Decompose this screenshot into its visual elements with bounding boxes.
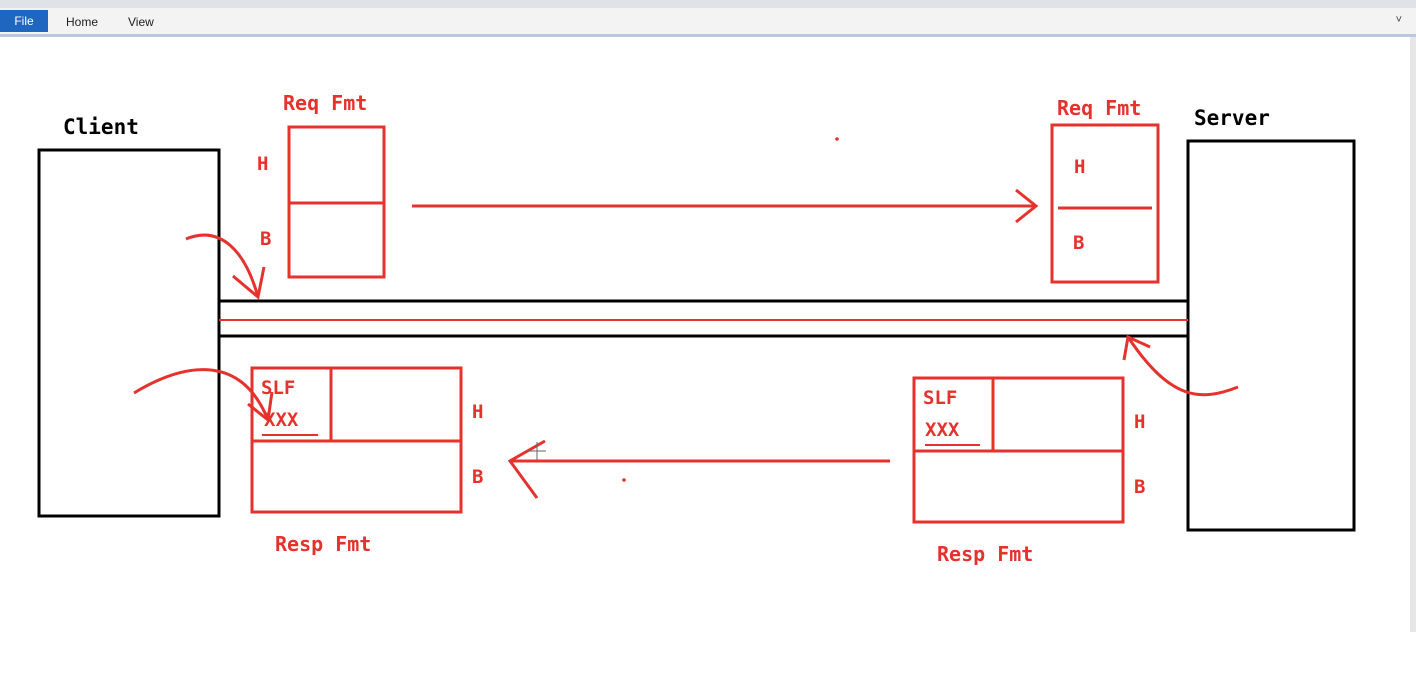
client-request-format-label: Req Fmt [283, 91, 367, 115]
client-label: Client [63, 115, 139, 139]
response-arrow-head [507, 439, 546, 499]
server-request-format-label: Req Fmt [1057, 96, 1141, 120]
client-request-body-label: B [260, 228, 271, 250]
client-response-status-code-label: XXX [264, 409, 299, 431]
server-request-format-box [1050, 123, 1160, 284]
server-label: Server [1194, 106, 1270, 130]
server-response-header-label: H [1134, 411, 1145, 433]
ribbon-bar: File Home View ˅ [0, 8, 1416, 37]
client-response-format-label: Resp Fmt [275, 532, 371, 556]
request-arrow-head [1015, 188, 1039, 224]
server-response-body-label: B [1134, 476, 1145, 498]
client-receive-curve [133, 368, 270, 421]
server-request-header-label: H [1074, 156, 1085, 178]
client-receive-curve-head [247, 391, 274, 423]
tab-file[interactable]: File [0, 10, 48, 32]
client-response-header-label: H [472, 401, 483, 423]
server-response-format-label: Resp Fmt [937, 542, 1033, 566]
tab-view[interactable]: View [128, 15, 154, 29]
client-response-body-label: B [472, 466, 483, 488]
stray-dot [622, 478, 626, 482]
diagram-svg: Client Server Req Fmt H B Req Fmt H B SL [37, 91, 1356, 566]
drawing-canvas[interactable]: Client Server Req Fmt H B Req Fmt H B SL [0, 37, 1416, 687]
server-send-curve-head [1122, 334, 1151, 361]
tab-home[interactable]: Home [66, 15, 99, 29]
cursor-icon [528, 442, 546, 460]
server-box [1186, 139, 1356, 532]
server-response-status-line-label: SLF [923, 387, 957, 409]
client-send-curve [185, 233, 260, 298]
client-response-status-line-label: SLF [261, 377, 295, 399]
ribbon-collapse-icon[interactable]: ˅ [1395, 14, 1402, 26]
vertical-scrollbar[interactable] [1410, 37, 1416, 632]
window-title-bar [0, 0, 1416, 8]
client-request-header-label: H [257, 153, 268, 175]
client-box [37, 148, 221, 518]
stray-dot [835, 137, 839, 141]
client-send-curve-head [232, 266, 266, 300]
server-send-curve [1126, 336, 1239, 397]
server-request-body-label: B [1073, 232, 1084, 254]
server-response-status-code-label: XXX [925, 419, 960, 441]
